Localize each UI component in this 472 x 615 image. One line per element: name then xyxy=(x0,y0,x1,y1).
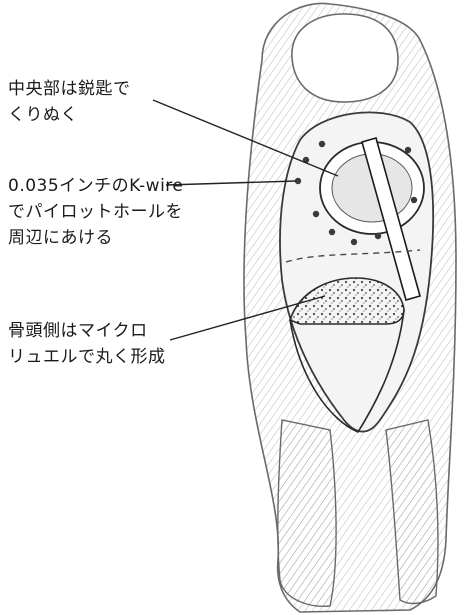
label-head-shaping: 骨頭側はマイクロ リュエルで丸く形成 xyxy=(8,318,166,370)
label-kwire-line2: でパイロットホールを xyxy=(8,199,183,225)
pilot-hole xyxy=(313,211,319,217)
pilot-hole xyxy=(351,239,357,245)
label-kwire-line1: 0.035インチのK-wire xyxy=(8,173,183,199)
label-center-ream: 中央部は鋭匙で くりぬく xyxy=(8,76,131,128)
pilot-hole xyxy=(405,147,411,153)
pilot-hole xyxy=(319,141,325,147)
pilot-hole xyxy=(411,197,417,203)
label-kwire-line3: 周辺にあける xyxy=(8,225,183,251)
label-head-line1: 骨頭側はマイクロ xyxy=(8,318,166,344)
label-center-line2: くりぬく xyxy=(8,102,131,128)
label-head-line2: リュエルで丸く形成 xyxy=(8,344,166,370)
pilot-hole xyxy=(375,233,381,239)
pilot-hole xyxy=(329,229,335,235)
proximal-knuckle xyxy=(292,14,398,102)
label-center-line1: 中央部は鋭匙で xyxy=(8,76,131,102)
distal-shaft xyxy=(278,420,336,606)
label-kwire-holes: 0.035インチのK-wire でパイロットホールを 周辺にあける xyxy=(8,173,183,251)
